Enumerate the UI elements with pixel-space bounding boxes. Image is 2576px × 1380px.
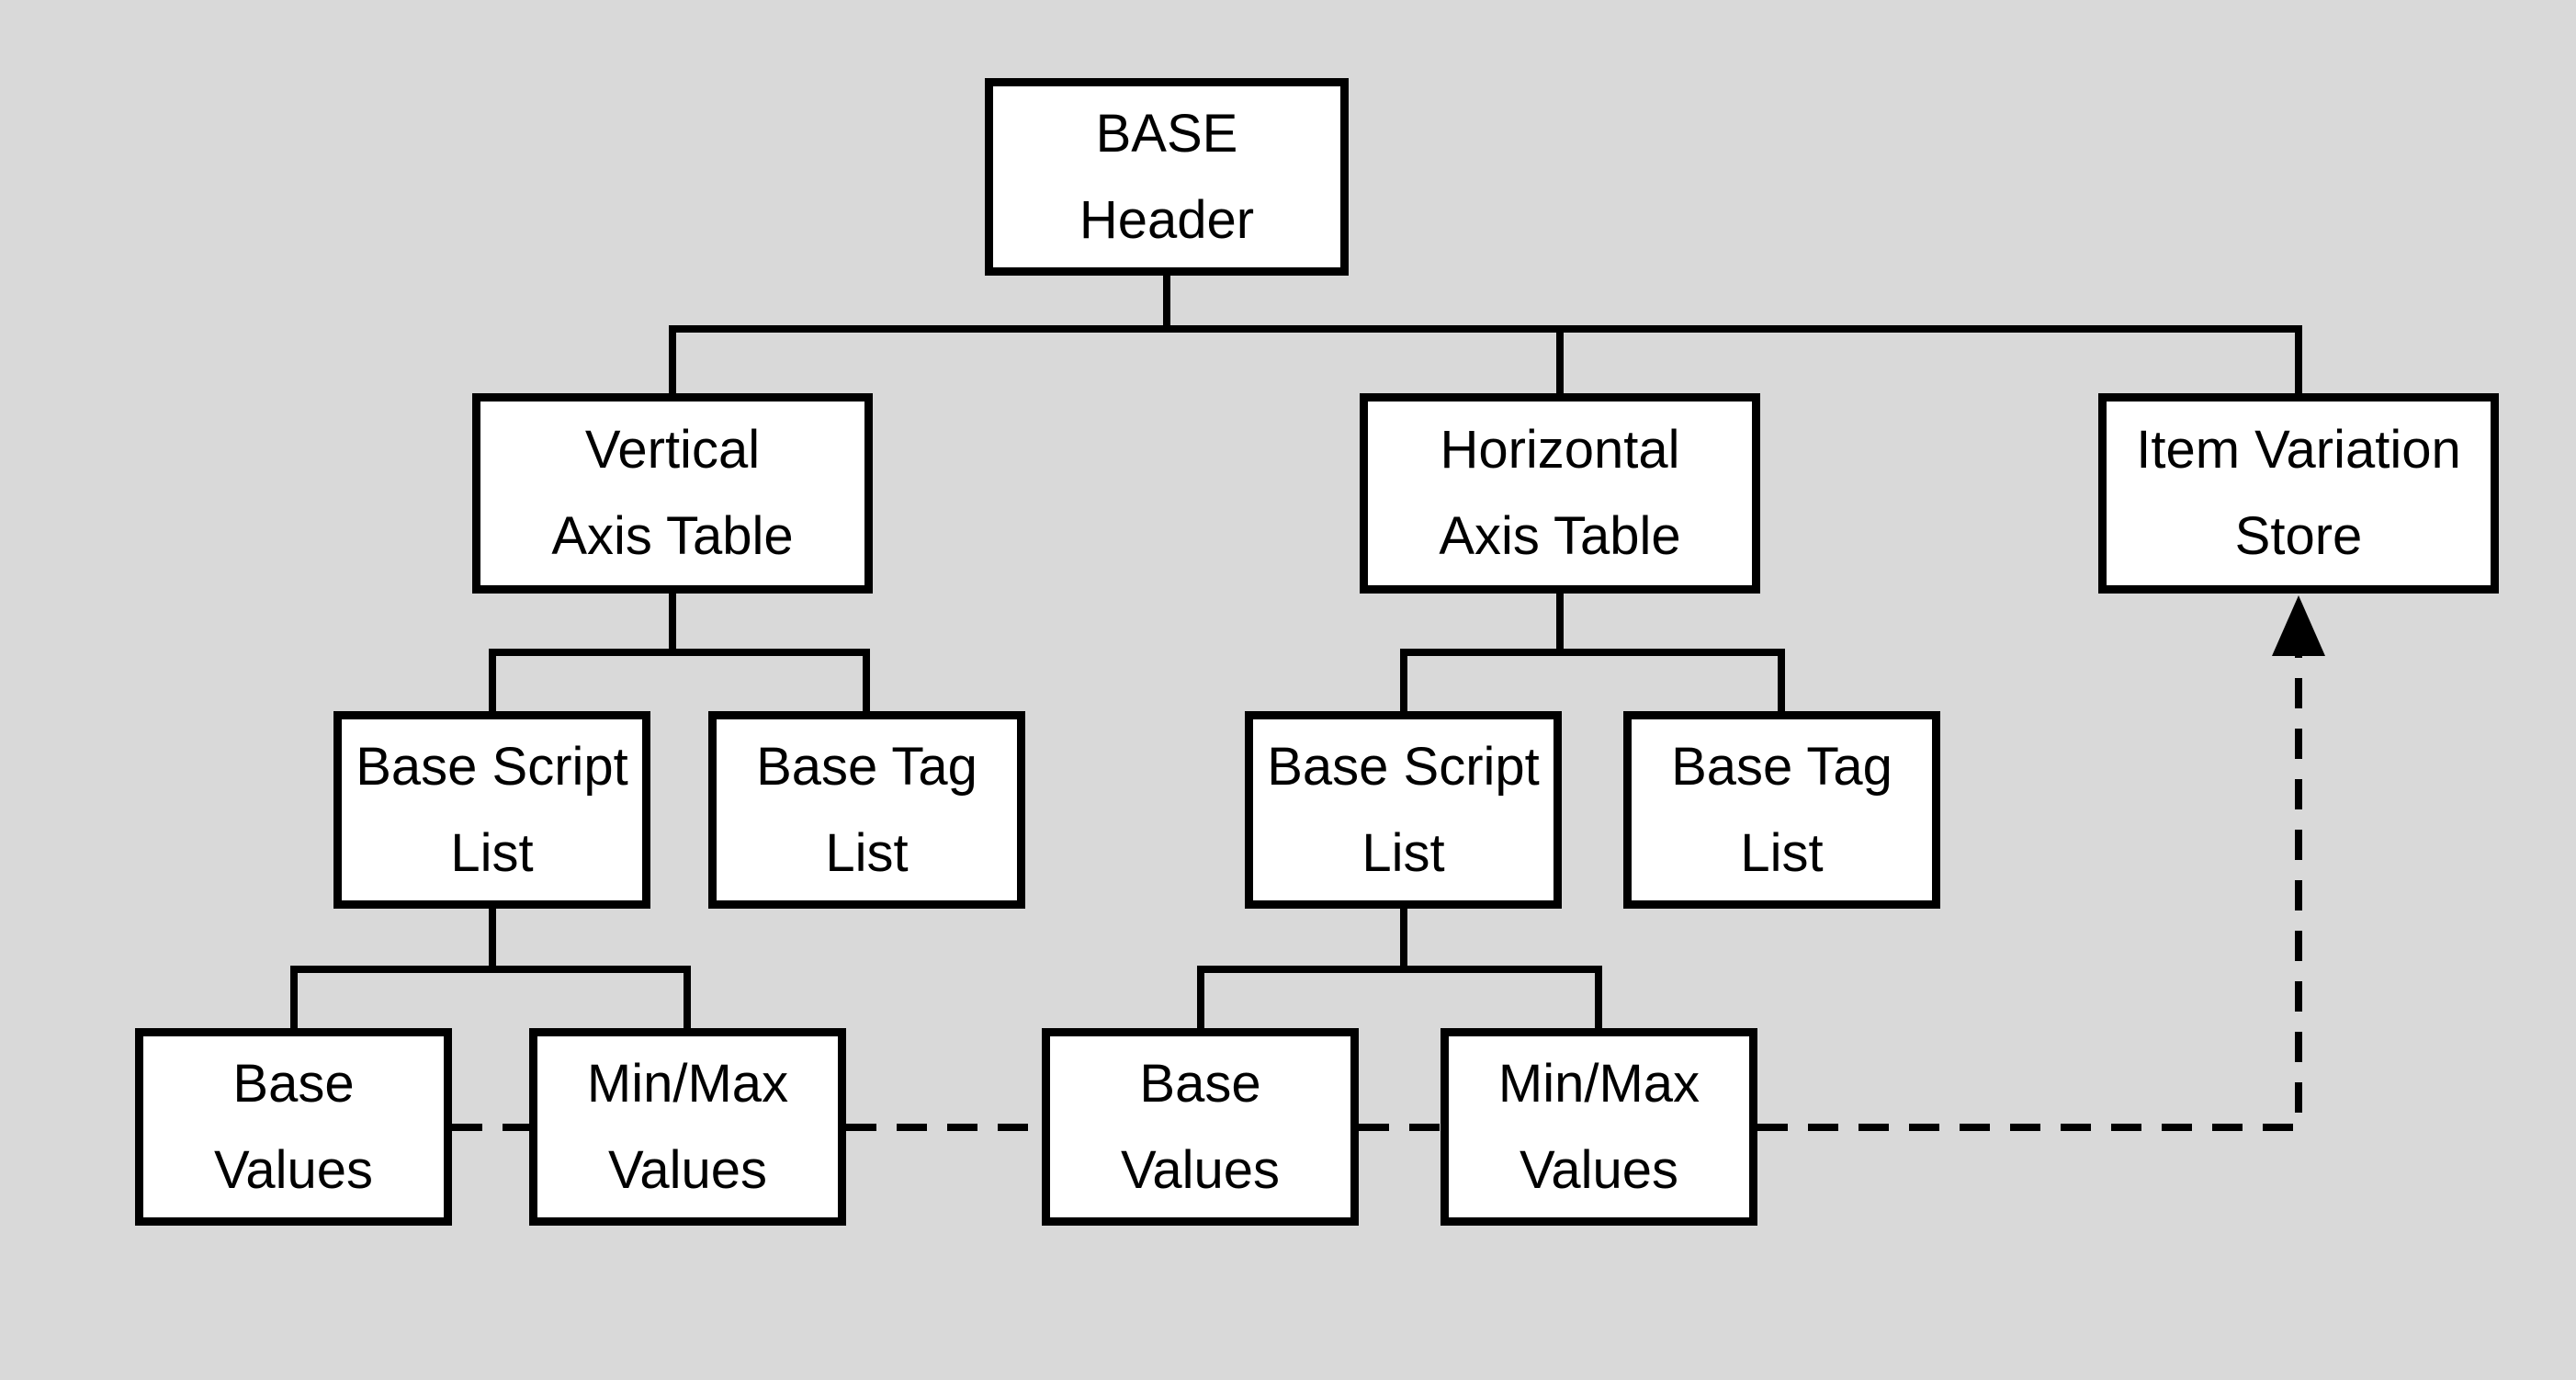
node-label-line: Values bbox=[607, 1139, 768, 1200]
node-label-line: List bbox=[825, 822, 909, 883]
node-base-values-left: Base Values bbox=[135, 1028, 452, 1226]
node-base-header: BASE Header bbox=[985, 78, 1349, 276]
node-label-line: Base Tag bbox=[756, 736, 977, 797]
node-base-script-list-right: Base Script List bbox=[1245, 711, 1562, 909]
node-label-line: Base Tag bbox=[1671, 736, 1892, 797]
node-label-line: Base bbox=[1139, 1053, 1261, 1114]
node-minmax-values-right: Min/Max Values bbox=[1441, 1028, 1757, 1226]
arrow-up-icon bbox=[2272, 595, 2325, 656]
node-label-line: Store bbox=[2234, 506, 2363, 566]
node-minmax-values-left: Min/Max Values bbox=[529, 1028, 846, 1226]
node-base-script-list-left: Base Script List bbox=[333, 711, 650, 909]
node-base-tag-list-right: Base Tag List bbox=[1623, 711, 1940, 909]
node-label-line: Min/Max bbox=[586, 1053, 789, 1114]
node-label-line: Header bbox=[1079, 189, 1255, 250]
node-label-line: Axis Table bbox=[1439, 506, 1681, 566]
node-label-line: Axis Table bbox=[551, 506, 794, 566]
node-base-values-right: Base Values bbox=[1042, 1028, 1359, 1226]
node-label-line: Base bbox=[232, 1053, 355, 1114]
node-label-line: Values bbox=[1519, 1139, 1679, 1200]
node-label-line: Base Script bbox=[356, 736, 628, 797]
node-label-line: Item Variation bbox=[2136, 420, 2461, 481]
node-label-line: Min/Max bbox=[1497, 1053, 1700, 1114]
node-label-line: Values bbox=[213, 1139, 374, 1200]
node-item-variation-store: Item Variation Store bbox=[2098, 393, 2499, 594]
node-label-line: Horizontal bbox=[1440, 420, 1680, 481]
node-horizontal-axis-table: Horizontal Axis Table bbox=[1360, 393, 1760, 594]
connector-row1-bus bbox=[669, 325, 2302, 397]
connector-script-right-children bbox=[1197, 905, 1602, 1032]
node-vertical-axis-table: Vertical Axis Table bbox=[472, 393, 873, 594]
node-label-line: List bbox=[450, 822, 534, 883]
node-label-line: Values bbox=[1120, 1139, 1281, 1200]
connector-horizontal-axis-children bbox=[1400, 590, 1785, 715]
node-base-tag-list-left: Base Tag List bbox=[708, 711, 1025, 909]
node-label-line: Vertical bbox=[584, 420, 761, 481]
connector-script-left-children bbox=[290, 905, 691, 1032]
dashed-link-to-item-variation-store bbox=[1757, 654, 2302, 1131]
connector-vertical-axis-children bbox=[489, 590, 870, 715]
node-label-line: List bbox=[1740, 822, 1824, 883]
node-label-line: BASE bbox=[1095, 103, 1238, 164]
node-label-line: Base Script bbox=[1267, 736, 1540, 797]
node-label-line: List bbox=[1361, 822, 1445, 883]
